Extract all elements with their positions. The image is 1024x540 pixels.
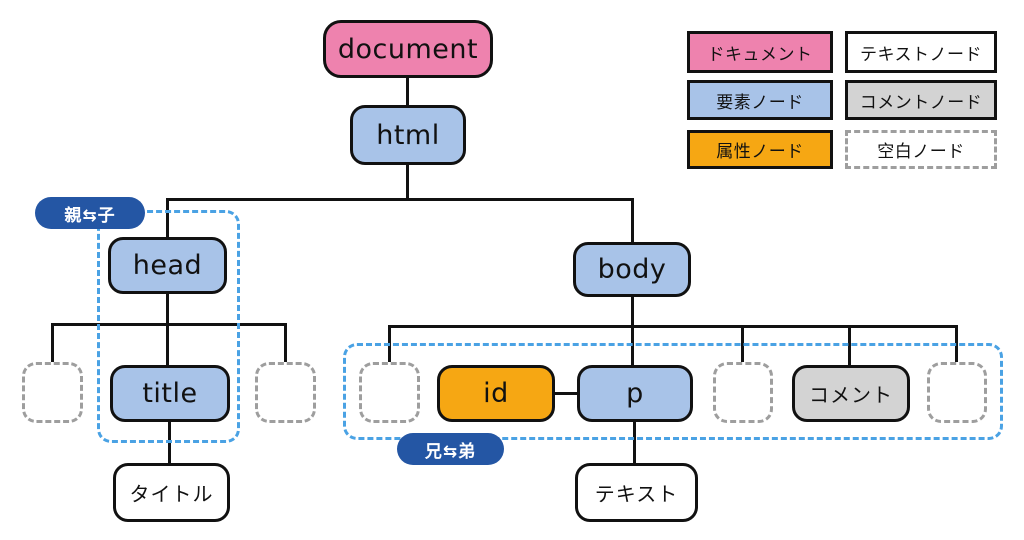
line-p-ptext (633, 420, 636, 465)
node-p-text: テキスト (575, 463, 698, 522)
whitespace-node-4 (713, 362, 773, 423)
line-id-p (553, 392, 579, 395)
node-head: head (108, 237, 227, 294)
legend-comment-node: コメントノード (845, 80, 997, 120)
line-down-comment (848, 325, 851, 367)
node-title: title (110, 365, 230, 422)
line-bus-body-children (388, 325, 958, 328)
line-down-head (166, 198, 169, 239)
node-id-attribute: id (437, 365, 555, 422)
node-title-text: タイトル (113, 463, 230, 522)
line-bus-html-children (166, 198, 634, 201)
node-document: document (323, 20, 493, 78)
line-body-down (631, 295, 634, 327)
legend-element-node: 要素ノード (687, 80, 833, 120)
line-bus-head-children (51, 323, 287, 326)
sibling-badge: 兄⇆弟 (397, 433, 504, 465)
whitespace-node-3 (359, 362, 420, 423)
whitespace-node-5 (927, 362, 987, 423)
parent-child-badge: 親⇆子 (35, 197, 145, 229)
node-html: html (350, 105, 466, 165)
whitespace-node-1 (22, 362, 83, 423)
line-down-empty-1 (51, 323, 54, 364)
node-body: body (573, 242, 691, 297)
line-down-title (166, 323, 169, 367)
legend-whitespace-node: 空白ノード (845, 130, 997, 169)
legend-document: ドキュメント (687, 31, 833, 73)
node-comment: コメント (792, 365, 910, 422)
node-p: p (577, 365, 693, 422)
line-head-down (166, 292, 169, 325)
line-down-empty-2 (284, 323, 287, 364)
parent-child-group-outline (97, 210, 240, 443)
line-down-body (631, 198, 634, 244)
line-document-html (406, 76, 409, 107)
line-down-p (631, 325, 634, 367)
line-html-down (406, 163, 409, 200)
legend-text-node: テキストノード (845, 31, 997, 73)
sibling-group-outline (343, 343, 1003, 440)
legend-attribute-node: 属性ノード (687, 130, 833, 169)
whitespace-node-2 (255, 362, 316, 423)
